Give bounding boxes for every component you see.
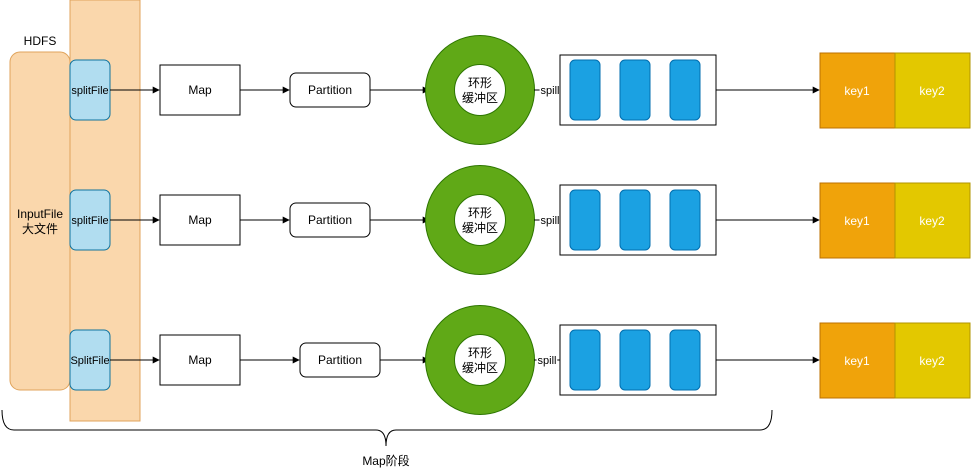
split-file-label: splitFile [71, 85, 108, 97]
partition-label: Partition [308, 213, 352, 227]
spill-file-block [619, 59, 651, 121]
key1-label: key1 [844, 214, 870, 228]
row-3: SplitFile Map Partition 环形 缓冲区 spill key… [69, 305, 971, 415]
inputfile-box [9, 51, 71, 391]
spill-file-block [569, 189, 601, 251]
row-1: splitFile Map Partition 环形 缓冲区 spill key… [69, 35, 971, 145]
map-box [159, 334, 241, 386]
key1-label: key1 [844, 84, 870, 98]
spill-file-block [669, 59, 701, 121]
spill-label: spill [541, 85, 560, 97]
ring-buffer-label-line2: 缓冲区 [462, 90, 498, 105]
row-2: splitFile Map Partition 环形 缓冲区 spill key… [69, 165, 971, 275]
spill-file-block [669, 329, 701, 391]
map-label: Map [188, 353, 212, 367]
ring-buffer-label-line1: 环形 [468, 206, 492, 220]
spill-file-block [669, 189, 701, 251]
partition-label: Partition [308, 83, 352, 97]
spill-file-block [619, 329, 651, 391]
hdfs-label: HDFS [24, 34, 57, 48]
split-file-label: splitFile [71, 215, 108, 227]
map-box [159, 194, 241, 246]
ring-buffer-label-line1: 环形 [468, 76, 492, 90]
spill-file-block [569, 59, 601, 121]
partition-label: Partition [318, 353, 362, 367]
ring-buffer-label-line2: 缓冲区 [462, 220, 498, 235]
key2-box [894, 322, 971, 399]
ring-buffer-label-line2: 缓冲区 [462, 360, 498, 375]
ring-buffer-outline-inner [454, 194, 506, 246]
ring-buffer [425, 165, 535, 275]
key1-box [819, 52, 896, 129]
map-label: Map [188, 213, 212, 227]
inputfile-label-line2: 大文件 [22, 221, 58, 236]
map-label: Map [188, 83, 212, 97]
key1-label: key1 [844, 354, 870, 368]
spill-file-block [619, 189, 651, 251]
key1-box [819, 182, 896, 259]
key2-label: key2 [919, 84, 945, 98]
ring-buffer [425, 35, 535, 145]
spill-file-block [569, 329, 601, 391]
key2-label: key2 [919, 354, 945, 368]
inputfile-label-line1: InputFile [17, 207, 63, 221]
spill-label: spill [541, 215, 560, 227]
ring-buffer-outline-inner [454, 64, 506, 116]
ring-buffer-label-line1: 环形 [468, 346, 492, 360]
map-phase-label: Map阶段 [362, 453, 409, 468]
split-file-label: SplitFile [70, 355, 109, 367]
key2-label: key2 [919, 214, 945, 228]
ring-buffer [425, 305, 535, 415]
ring-buffer-outline-inner [454, 334, 506, 386]
map-box [159, 64, 241, 116]
key2-box [894, 182, 971, 259]
map-phase-brace [1, 409, 773, 447]
spill-label: spill [538, 355, 557, 367]
key2-box [894, 52, 971, 129]
